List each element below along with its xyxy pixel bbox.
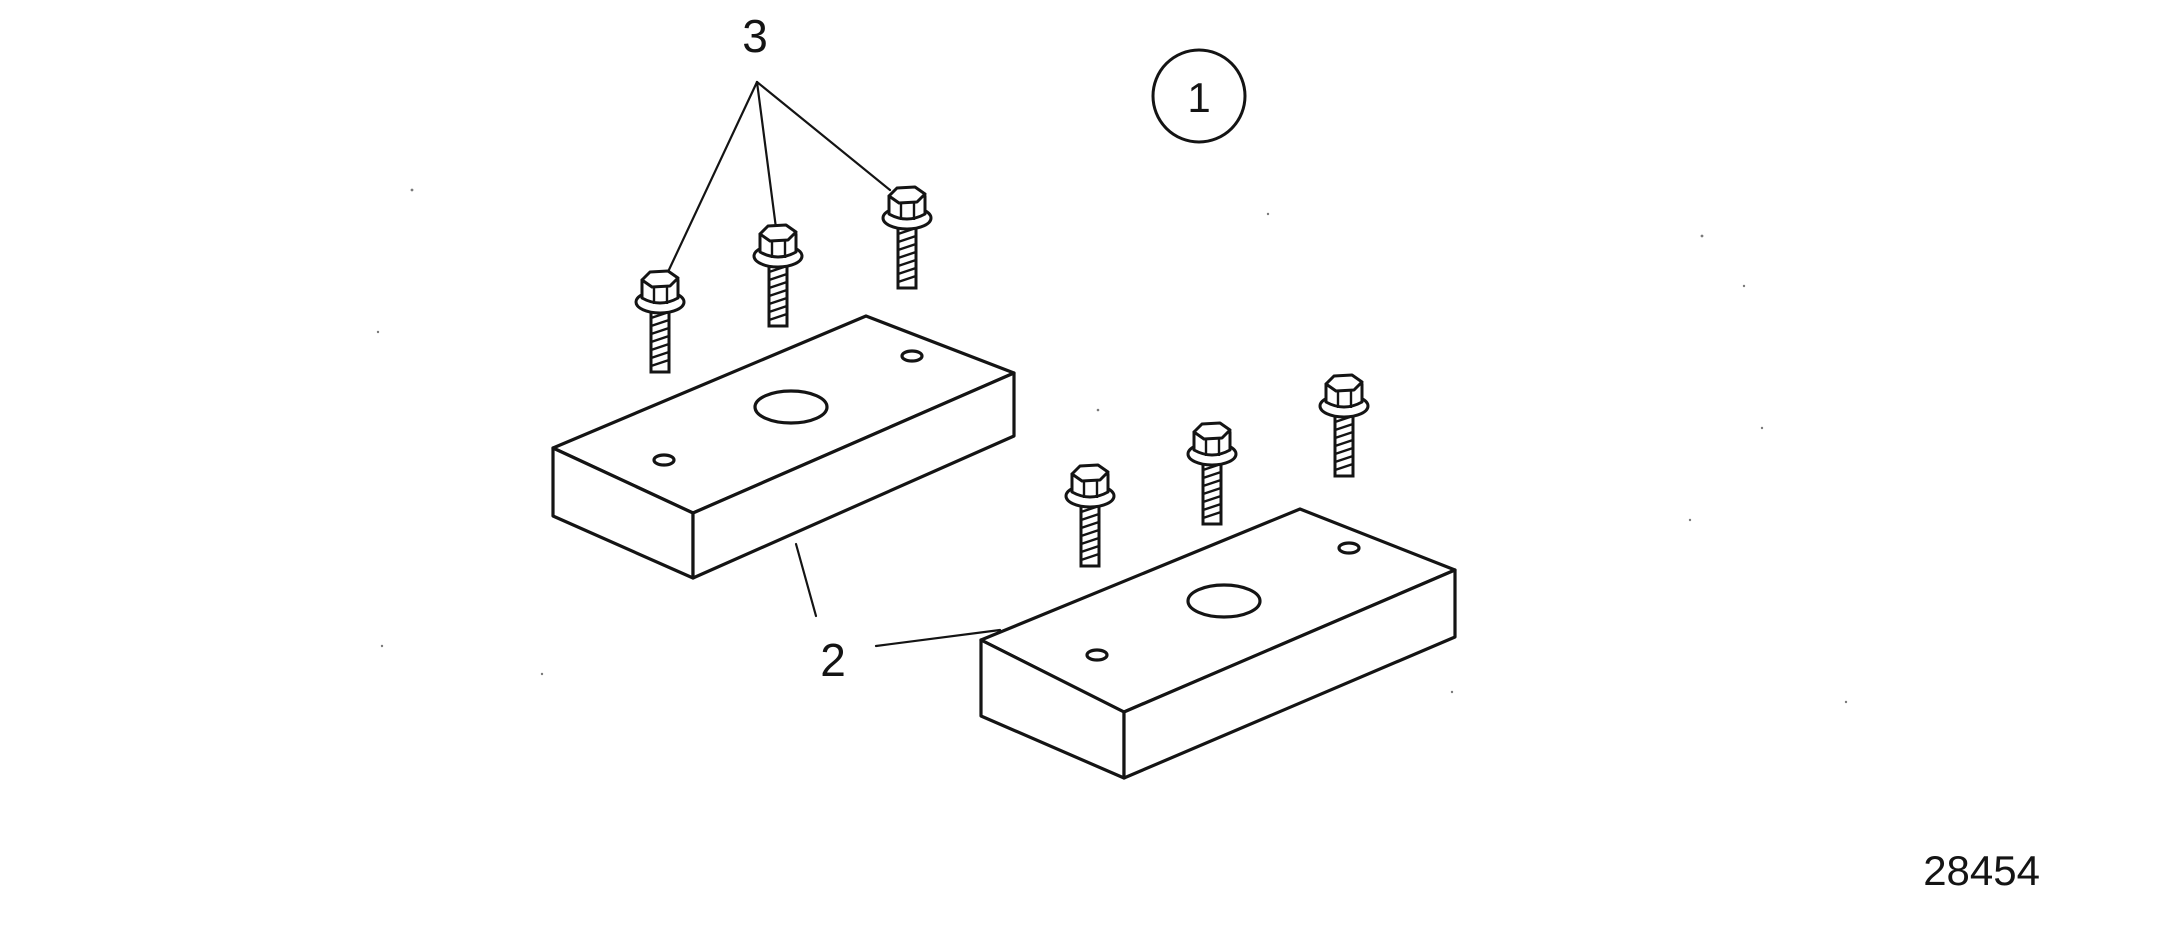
spacer-block-right: [979, 507, 1457, 780]
flange-head-bolt-icon: [881, 185, 933, 290]
flange-head-bolt-icon: [1318, 373, 1370, 478]
flange-head-bolt-icon: [752, 223, 804, 328]
scan-specks: [376, 188, 1848, 704]
step-number-callout: 1: [1151, 48, 1247, 144]
flange-head-bolt-icon: [1186, 421, 1238, 526]
spacers-label: 2: [820, 634, 846, 686]
spacers-callout: 2: [794, 542, 1002, 686]
figure-number: 28454: [1923, 847, 2040, 894]
screws-label: 3: [742, 10, 768, 62]
step-number: 1: [1187, 74, 1210, 121]
spacer-block-left: [551, 314, 1016, 580]
screws-callout: 3: [665, 10, 892, 276]
flange-head-bolt-icon: [634, 269, 686, 374]
flange-head-bolt-icon: [1064, 463, 1116, 568]
